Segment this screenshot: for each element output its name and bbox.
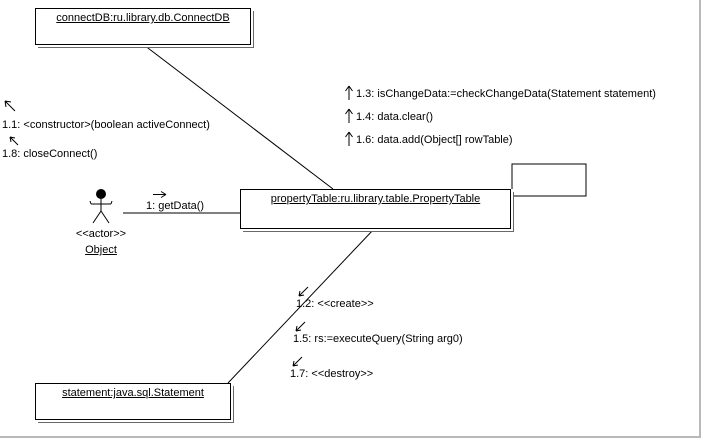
up-arrow-icon	[344, 107, 354, 124]
message-label-1-4-dataclear[interactable]: 1.4: data.clear()	[356, 111, 434, 123]
object-box-connectdb[interactable]: connectDB:ru.library.db.ConnectDB	[35, 8, 251, 45]
message-label-1-8-closeconnect[interactable]: 1.8: closeConnect()	[2, 148, 98, 160]
actor-stereotype: <<actor>>	[75, 228, 127, 240]
up-left-arrow-icon	[3, 99, 17, 113]
message-label-1-3-ischangedata[interactable]: 1.3: isChangeData:=checkChangeData(State…	[356, 88, 656, 100]
object-label-connectdb: connectDB:ru.library.db.ConnectDB	[56, 12, 230, 24]
actor-object[interactable]	[87, 187, 115, 227]
actor-stick-figure-icon	[89, 189, 113, 224]
message-label-1-1-constructor[interactable]: 1.1: <constructor>(boolean activeConnect…	[2, 119, 210, 131]
message-label-1-7-destroy[interactable]: 1.7: <<destroy>>	[290, 368, 374, 380]
message-label-1-getdata[interactable]: 1: getData()	[146, 200, 205, 212]
down-left-arrow-icon	[297, 285, 310, 298]
down-left-arrow-icon	[291, 355, 304, 368]
up-left-arrow-icon	[8, 135, 20, 147]
object-label-propertytable: propertyTable:ru.library.table.PropertyT…	[270, 193, 481, 205]
right-arrow-icon	[152, 190, 168, 199]
message-label-1-5-executequery[interactable]: 1.5: rs:=executeQuery(String arg0)	[293, 333, 463, 345]
up-arrow-icon	[344, 130, 354, 147]
connector-connectdb-propertytable[interactable]	[143, 44, 334, 190]
object-box-statement[interactable]: statement:java.sql.Statement	[35, 383, 231, 420]
down-left-arrow-icon	[294, 320, 307, 333]
object-box-propertytable[interactable]: propertyTable:ru.library.table.PropertyT…	[240, 189, 511, 229]
connector-propertytable-self-loop[interactable]	[511, 163, 587, 197]
actor-name: Object	[85, 244, 117, 256]
message-label-1-6-dataadd[interactable]: 1.6: data.add(Object[] rowTable)	[356, 134, 513, 146]
message-label-1-2-create[interactable]: 1.2: <<create>>	[296, 298, 374, 310]
up-arrow-icon	[344, 84, 354, 101]
object-label-statement: statement:java.sql.Statement	[62, 387, 204, 399]
